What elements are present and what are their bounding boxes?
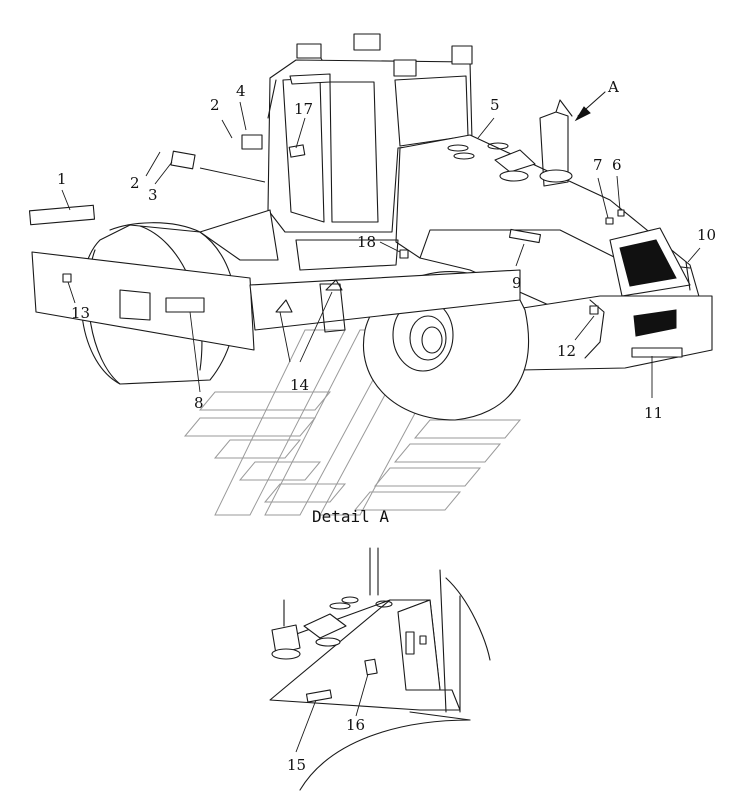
operator-cab bbox=[267, 33, 473, 233]
decal-9 bbox=[508, 228, 542, 244]
decal-16 bbox=[364, 658, 378, 676]
callout-5: 5 bbox=[490, 96, 500, 114]
callout-8: 8 bbox=[194, 394, 204, 412]
callout-18: 18 bbox=[357, 233, 376, 251]
decal-4 bbox=[241, 134, 263, 150]
callout-12: 12 bbox=[557, 342, 576, 360]
callout-15: 15 bbox=[287, 756, 306, 774]
callout-4: 4 bbox=[236, 82, 246, 100]
decal-8 bbox=[165, 297, 205, 313]
view-label: A bbox=[607, 78, 619, 96]
callout-numbers: 1 2 2 3 4 17 5 7 6 10 18 9 13 8 14 12 11 bbox=[57, 82, 716, 422]
callout-3: 3 bbox=[148, 186, 158, 204]
view-a-arrow: A bbox=[574, 78, 619, 122]
callout-13: 13 bbox=[71, 304, 90, 322]
decal-13 bbox=[62, 273, 72, 283]
decal-7 bbox=[605, 217, 614, 225]
callout-10: 10 bbox=[697, 226, 716, 244]
callout-6: 6 bbox=[612, 156, 622, 174]
decal-3 bbox=[170, 150, 196, 170]
callout-11: 11 bbox=[644, 404, 663, 422]
callout-9: 9 bbox=[512, 274, 522, 292]
callout-leaders bbox=[61, 101, 701, 398]
callout-7: 7 bbox=[593, 156, 603, 174]
decal-12 bbox=[589, 305, 599, 315]
decal-17 bbox=[288, 144, 306, 158]
callout-16: 16 bbox=[346, 716, 365, 734]
callout-2a: 2 bbox=[210, 96, 220, 114]
decal-1 bbox=[28, 204, 96, 226]
callout-1: 1 bbox=[57, 170, 67, 188]
callout-17: 17 bbox=[294, 100, 313, 118]
detail-a-drawing: 15 16 bbox=[269, 547, 491, 791]
callout-2b: 2 bbox=[130, 174, 140, 192]
rear-bumper bbox=[509, 295, 713, 371]
decal-11 bbox=[631, 347, 683, 358]
callout-14: 14 bbox=[290, 376, 309, 394]
decal-6 bbox=[617, 209, 625, 217]
decal-18 bbox=[399, 249, 409, 259]
decal-15 bbox=[305, 689, 333, 703]
front-frame bbox=[31, 239, 521, 351]
detail-a-title: Detail A bbox=[312, 507, 389, 526]
